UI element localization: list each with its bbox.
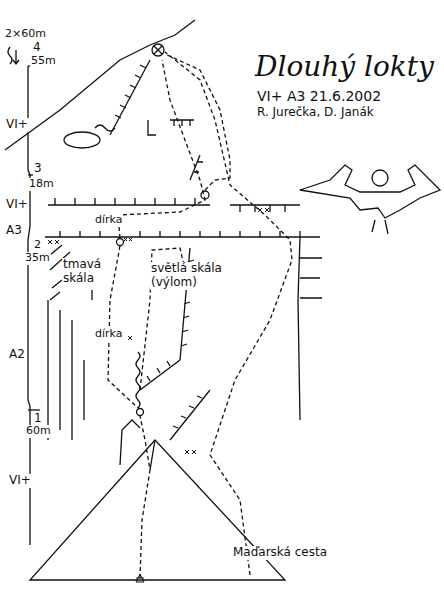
pitch-number: 4 [32, 41, 42, 55]
pitch-length: 60m [25, 425, 52, 438]
grade: VI+ [5, 198, 29, 212]
rock-note: světlá skála (výlom) [150, 262, 224, 290]
authors: R. Jurečka, D. Janák [256, 106, 375, 120]
grade: VI+ [8, 474, 32, 488]
grade: VI+ [5, 118, 29, 132]
grade: A2 [8, 348, 26, 362]
route-name: Maďarská cesta [232, 546, 328, 560]
route-title: Dlouhý lokty [255, 50, 434, 83]
grade: A3 [5, 224, 23, 238]
grade-date: VI+ A3 21.6.2002 [256, 88, 382, 104]
rappel-length: 2×60m [4, 28, 47, 41]
feature-note: dírka [94, 214, 123, 227]
pitch-length: 55m [30, 55, 57, 68]
pitch-length: 18m [28, 178, 55, 191]
feature-note: dírka [94, 328, 123, 341]
pitch-length: 35m [24, 252, 51, 265]
pitch-number: 3 [33, 162, 43, 176]
pitch-number: 1 [33, 412, 43, 426]
rock-note: tmavá skála [62, 258, 110, 286]
pitch-number: 2 [33, 239, 42, 252]
